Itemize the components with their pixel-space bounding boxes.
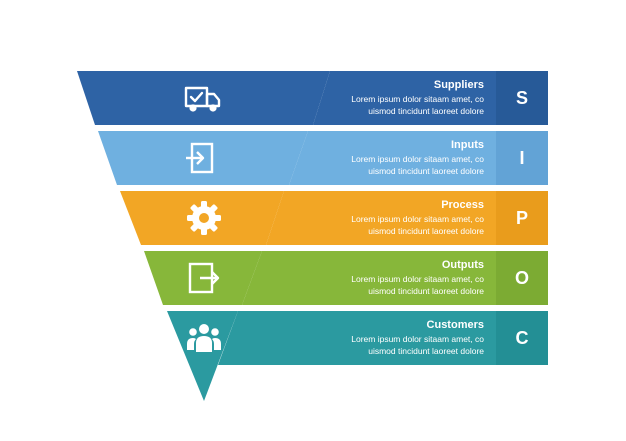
step-inputs-text: Inputs Lorem ipsum dolor sitaam amet, co… [300, 138, 484, 177]
gear-icon [182, 196, 226, 240]
step-outputs-text: Outputs Lorem ipsum dolor sitaam amet, c… [300, 258, 484, 297]
tab-inputs [496, 131, 548, 185]
band-outputs [242, 251, 548, 305]
step-desc-line: uismod tincidunt laoreet dolore [368, 105, 484, 116]
step-desc-line: uismod tincidunt laoreet dolore [368, 345, 484, 356]
step-title: Inputs [451, 139, 484, 151]
letter-c: C [515, 327, 529, 348]
tab-customers [496, 311, 548, 365]
band-suppliers [313, 71, 548, 125]
step-desc-line: Lorem ipsum dolor sitaam amet, co [351, 154, 484, 164]
band-customers [218, 311, 548, 365]
step-title: Process [441, 199, 484, 211]
step-desc-line: Lorem ipsum dolor sitaam amet, co [351, 94, 484, 104]
step-suppliers-text: Suppliers Lorem ipsum dolor sitaam amet,… [300, 78, 484, 117]
step-title: Customers [426, 319, 484, 331]
band-inputs [289, 131, 548, 185]
step-desc-line: uismod tincidunt laoreet dolore [368, 225, 484, 236]
tab-process [496, 191, 548, 245]
funnel-segment-customers [167, 311, 238, 401]
step-desc-line: uismod tincidunt laoreet dolore [368, 285, 484, 296]
step-desc-line: Lorem ipsum dolor sitaam amet, co [351, 334, 484, 344]
letter-s: S [515, 87, 528, 108]
users-icon [182, 316, 226, 360]
step-customers-text: Customers Lorem ipsum dolor sitaam amet,… [300, 318, 484, 357]
step-desc-line: Lorem ipsum dolor sitaam amet, co [351, 214, 484, 224]
band-process [266, 191, 548, 245]
step-desc-line: Lorem ipsum dolor sitaam amet, co [351, 274, 484, 284]
tab-suppliers [496, 71, 548, 125]
tab-outputs [496, 251, 548, 305]
step-title: Outputs [441, 259, 484, 271]
truck-icon [180, 76, 224, 120]
logout-icon [182, 256, 226, 300]
step-desc-line: uismod tincidunt laoreet dolore [368, 165, 484, 176]
letter-o: O [514, 267, 529, 288]
step-process-text: Process Lorem ipsum dolor sitaam amet, c… [300, 198, 484, 237]
funnel-segment-suppliers [77, 71, 330, 125]
letter-i: I [519, 147, 525, 168]
letter-p: P [515, 207, 528, 228]
step-title: Suppliers [433, 79, 484, 91]
login-icon [178, 136, 222, 180]
